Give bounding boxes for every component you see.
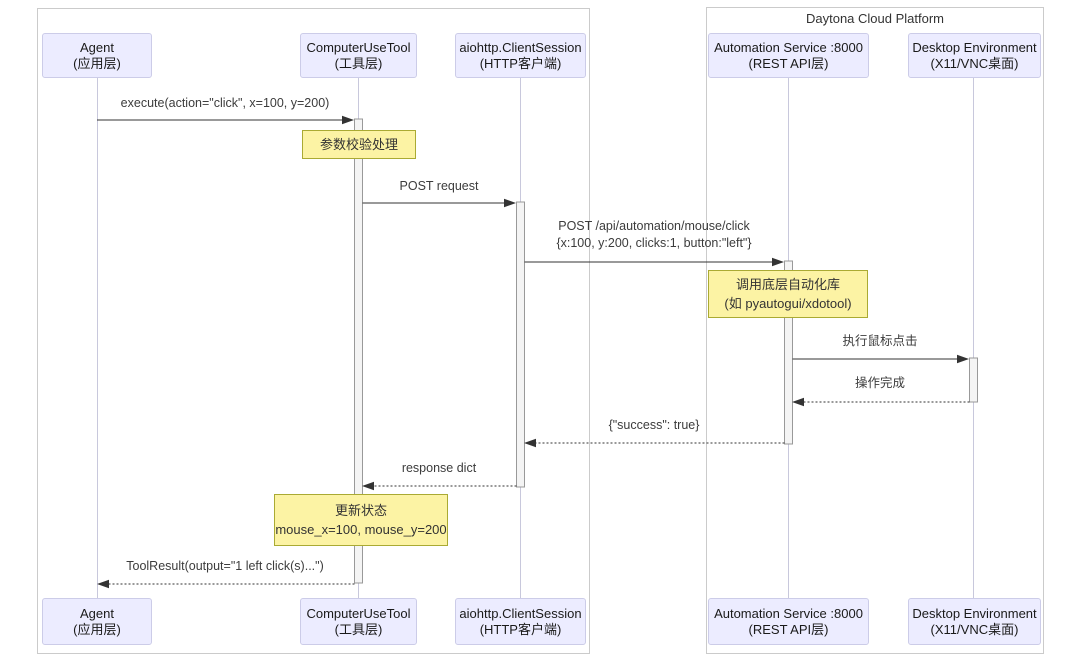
participant-desktop-top: Desktop Environment (X11/VNC桌面) xyxy=(908,33,1041,78)
note-line: mouse_x=100, mouse_y=200 xyxy=(275,522,447,537)
arrow-response-dict xyxy=(362,481,517,491)
participant-name: Desktop Environment xyxy=(912,39,1037,55)
participant-name: ComputerUseTool xyxy=(306,605,411,621)
activation-computerusetool xyxy=(354,118,363,584)
participant-aiohttp-bottom: aiohttp.ClientSession (HTTP客户端) xyxy=(455,598,586,645)
message-arrows xyxy=(97,115,970,589)
participant-role: (REST API层) xyxy=(748,55,829,71)
arrow-success-json xyxy=(524,438,785,448)
participant-role: (X11/VNC桌面) xyxy=(930,55,1019,71)
frame-daytona-label: Daytona Cloud Platform xyxy=(805,11,944,26)
arrow-post-request xyxy=(362,198,516,208)
participant-name: Agent xyxy=(80,605,114,621)
participant-role: (HTTP客户端) xyxy=(479,621,562,637)
message-label-operation-done: 操作完成 xyxy=(854,376,906,390)
message-label-post-api-line2: {x:100, y:200, clicks:1, button:"left"} xyxy=(556,236,752,250)
message-label-execute: execute(action="click", x=100, y=200) xyxy=(120,96,330,110)
activation-automation xyxy=(784,260,793,445)
activation-aiohttp xyxy=(516,201,525,488)
participant-role: (X11/VNC桌面) xyxy=(930,621,1019,637)
arrow-execute xyxy=(97,115,354,125)
arrow-post-api xyxy=(524,257,784,267)
message-label-response-dict: response dict xyxy=(401,461,477,475)
note-line: 调用底层自动化库 xyxy=(735,277,840,292)
note-line: 参数校验处理 xyxy=(319,137,398,152)
arrow-perform-click xyxy=(792,354,969,364)
arrow-toolresult xyxy=(97,579,355,589)
note-update-state: 更新状态 mouse_x=100, mouse_y=200 xyxy=(274,494,448,546)
note-param-validation: 参数校验处理 xyxy=(302,130,416,159)
activation-bars xyxy=(354,118,978,584)
frame-client-side xyxy=(37,8,590,654)
note-call-automation-lib: 调用底层自动化库 (如 pyautogui/xdotool) xyxy=(708,270,868,318)
participant-role: (工具层) xyxy=(334,621,383,637)
participant-role: (REST API层) xyxy=(748,621,829,637)
participant-name: Agent xyxy=(80,39,114,55)
participant-computerusetool-bottom: ComputerUseTool (工具层) xyxy=(300,598,417,645)
message-label-post-request: POST request xyxy=(399,179,479,193)
message-label-toolresult: ToolResult(output="1 left click(s)...") xyxy=(126,559,324,573)
participant-role: (HTTP客户端) xyxy=(479,55,562,71)
message-label-perform-click: 执行鼠标点击 xyxy=(842,334,918,348)
participant-agent-bottom: Agent (应用层) xyxy=(42,598,152,645)
participant-role: (工具层) xyxy=(334,55,383,71)
participant-automation-bottom: Automation Service :8000 (REST API层) xyxy=(708,598,869,645)
participant-name: Desktop Environment xyxy=(912,605,1037,621)
message-label-post-api: POST /api/automation/mouse/click {x:100,… xyxy=(556,218,751,252)
message-label-success-json: {"success": true} xyxy=(608,418,700,432)
participant-computerusetool-top: ComputerUseTool (工具层) xyxy=(300,33,417,78)
participant-name: aiohttp.ClientSession xyxy=(459,605,582,621)
note-line: 更新状态 xyxy=(334,503,387,518)
participant-aiohttp-top: aiohttp.ClientSession (HTTP客户端) xyxy=(455,33,586,78)
participant-role: (应用层) xyxy=(73,55,121,71)
participant-name: Automation Service :8000 xyxy=(714,39,863,55)
participant-automation-top: Automation Service :8000 (REST API层) xyxy=(708,33,869,78)
participant-agent-top: Agent (应用层) xyxy=(42,33,152,78)
participant-name: ComputerUseTool xyxy=(306,39,411,55)
note-line: (如 pyautogui/xdotool) xyxy=(724,296,852,311)
participant-name: aiohttp.ClientSession xyxy=(459,39,582,55)
arrow-operation-done xyxy=(792,397,970,407)
frame-daytona-cloud-platform: Daytona Cloud Platform xyxy=(706,7,1044,654)
message-label-post-api-line1: POST /api/automation/mouse/click xyxy=(558,219,750,233)
participant-role: (应用层) xyxy=(73,621,121,637)
participant-name: Automation Service :8000 xyxy=(714,605,863,621)
activation-desktop xyxy=(969,357,978,403)
participant-desktop-bottom: Desktop Environment (X11/VNC桌面) xyxy=(908,598,1041,645)
